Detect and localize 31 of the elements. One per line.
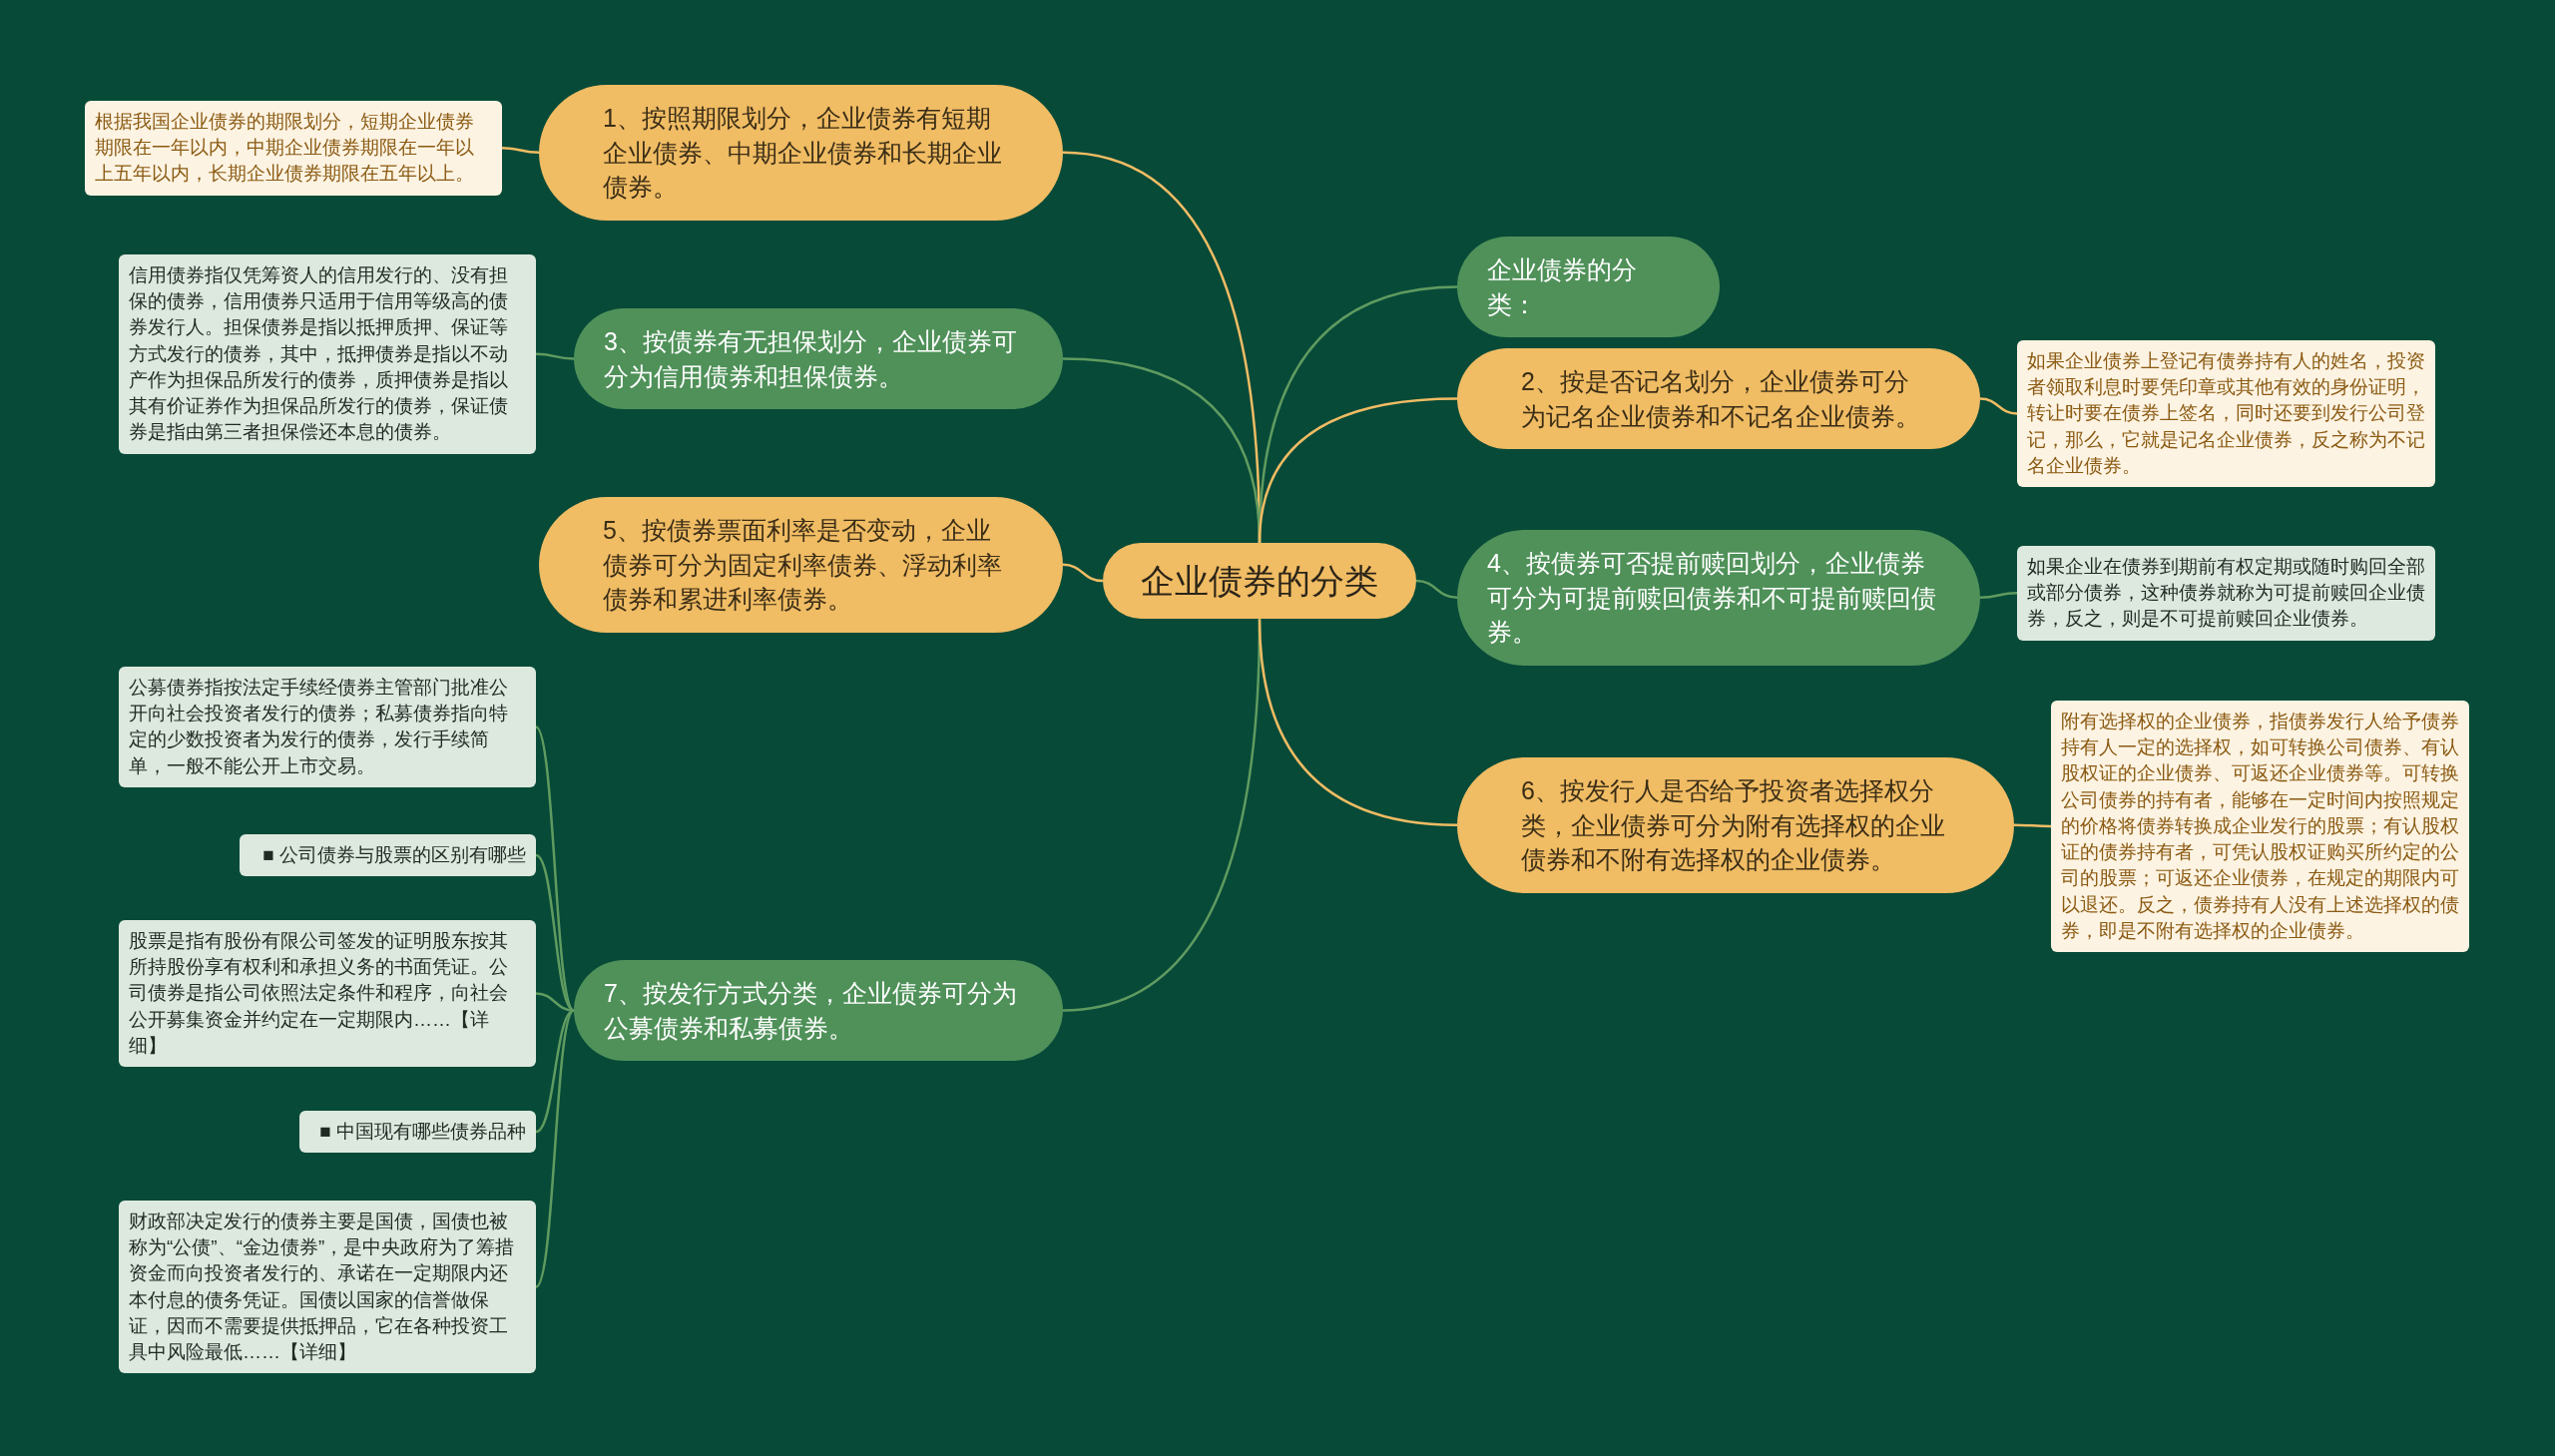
- link-card: ■ 公司债券与股票的区别有哪些: [240, 834, 536, 877]
- topic-pill: 3、按债券有无担保划分，企业债券可分为信用债券和担保债券。: [574, 308, 1063, 409]
- link-card: ■ 中国现有哪些债券品种: [299, 1111, 536, 1154]
- topic-pill: 6、按发行人是否给予投资者选择权分类，企业债券可分为附有选择权的企业债券和不附有选择权的企业债券。: [1457, 757, 2014, 893]
- note-card: 附有选择权的企业债券，指债券发行人给予债券持有人一定的选择权，如可转换公司债券、有认股权证的企业债券、可返还企业债券等。可转换公司债券的持有者，能够在一定时间内按照规定的价格将债券转换成企业发行的股票；有认股权证的债券持有者，可凭认股权证购买所约定的公司的股票；可返还企业债券，在规定的期限内可以退还。反之，债券持有人没有上述选择权的债券，即是不附有选择权的企业债券。: [2051, 701, 2469, 952]
- topic-pill: 7、按发行方式分类，企业债券可分为公募债券和私募债券。: [574, 960, 1063, 1061]
- connector-line: [1979, 397, 2018, 415]
- topic-pill: 1、按照期限划分，企业债券有短期企业债券、中期企业债券和长期企业债券。: [539, 85, 1063, 221]
- topic-pill: 企业债券的分类：: [1457, 237, 1720, 337]
- connector-line: [535, 854, 575, 1012]
- connector-line: [2014, 823, 2051, 828]
- topic-pill: 5、按债券票面利率是否变动，企业债券可分为固定利率债券、浮动利率债券和累进利率债券。: [539, 497, 1063, 633]
- connector-line: [1258, 619, 1458, 826]
- connector-line: [1258, 397, 1458, 544]
- note-card: 信用债券指仅凭筹资人的信用发行的、没有担保的债券，信用债券只适用于信用等级高的债券发行人。担保债券是指以抵押质押、保证等方式发行的债券，其中，抵押债券是指以不动产作为担保品所发行的债券，质押债券是指以其有价证券作为担保品所发行的债券，保证债券是指由第三者担保偿还本息的债券。: [119, 254, 536, 454]
- note-card: 股票是指有股份有限公司签发的证明股东按其所持股份享有权利和承担义务的书面凭证。公司债券是指公司依照法定条件和程序，向社会公开募集资金并约定在一定期限内……【详细】: [119, 920, 536, 1068]
- connector-line: [1979, 592, 2018, 599]
- note-card: 财政部决定发行的债券主要是国债，国债也被称为“公债”、“金边债券”，是中央政府为了筹措资金而向投资者发行的、承诺在一定期限内还本付息的债务凭证。国债以国家的信誉做保证，因而不需要提供抵押品，它在各种投资工具中风险最低……【详细】: [119, 1201, 536, 1374]
- connector-line: [535, 726, 575, 1012]
- connector-line: [1062, 563, 1104, 583]
- connector-line: [501, 147, 540, 154]
- topic-pill: 2、按是否记名划分，企业债券可分为记名企业债券和不记名企业债券。: [1457, 348, 1980, 449]
- note-card: 公募债券指按法定手续经债券主管部门批准公开向社会投资者发行的债券；私募债券指向特定的少数投资者为发行的债券，发行手续简单，一般不能公开上市交易。: [119, 667, 536, 787]
- topic-pill: 4、按债券可否提前赎回划分，企业债券可分为可提前赎回债券和不可提前赎回债券。: [1457, 530, 1980, 666]
- connector-line: [535, 1009, 575, 1288]
- note-card: 如果企业在债券到期前有权定期或随时购回全部或部分债券，这种债券就称为可提前赎回企业债券，反之，则是不可提前赎回企业债券。: [2017, 546, 2435, 641]
- note-card: 根据我国企业债券的期限划分，短期企业债券期限在一年以内，中期企业债券期限在一年以上五年以内，长期企业债券期限在五年以上。: [85, 101, 502, 196]
- connector-line: [1415, 579, 1458, 599]
- note-card: 如果企业债券上登记有债券持有人的姓名，投资者领取利息时要凭印章或其他有效的身份证明，转让时要在债券上签名，同时还要到发行公司登记，那么，它就是记名企业债券，反之称为不记名企业债券。: [2017, 340, 2435, 488]
- connector-line: [535, 352, 575, 360]
- central-topic: 企业债券的分类: [1103, 543, 1416, 620]
